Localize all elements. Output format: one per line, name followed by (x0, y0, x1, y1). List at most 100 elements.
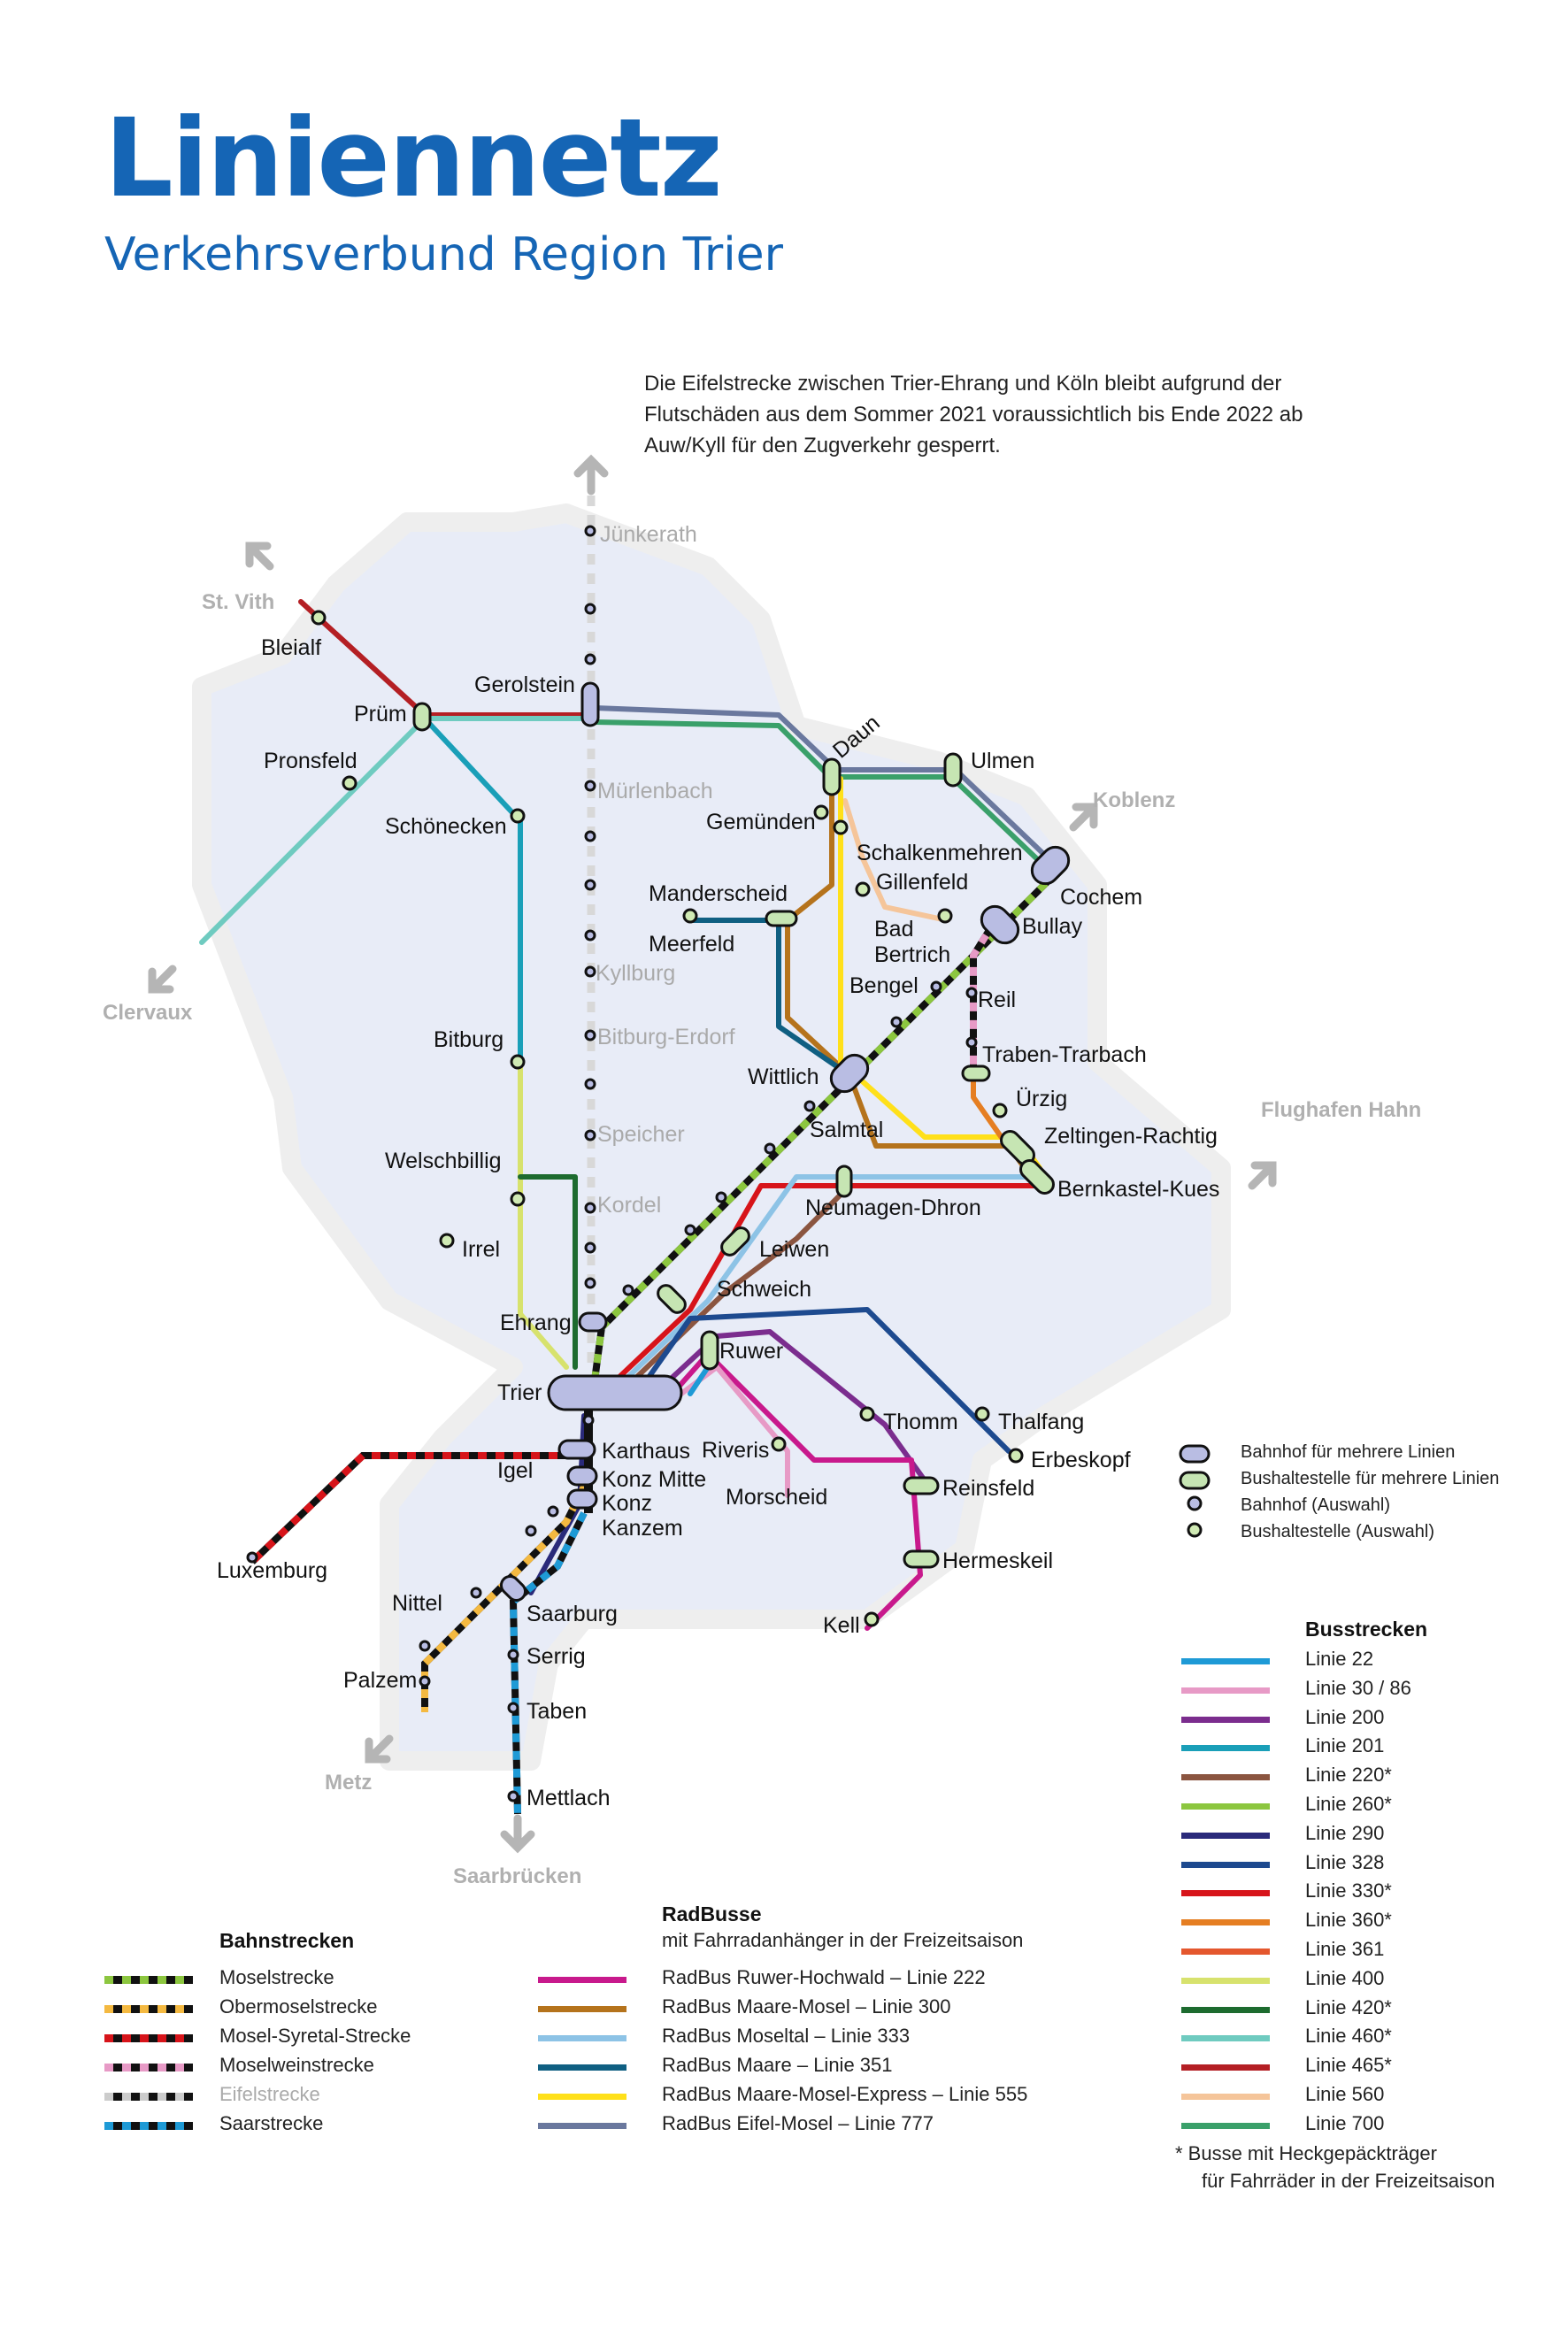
label-salmtal: Salmtal (810, 1118, 883, 1142)
label-juenkerath: Jünkerath (600, 522, 697, 547)
arrow-east-icon (1248, 1161, 1277, 1190)
label-bertrich: Bertrich (874, 942, 950, 967)
bus-legend-label: Linie 400 (1305, 1966, 1385, 1989)
label-ehrang: Ehrang (500, 1311, 572, 1335)
bus-legend-swatch (1181, 1977, 1270, 1984)
bus-legend-swatch (1181, 1803, 1270, 1810)
bus-legend-swatch (1181, 1861, 1270, 1868)
label-bleialf: Bleialf (261, 635, 321, 660)
line-22 (688, 1364, 711, 1396)
bus-legend-label: Linie 30 / 86 (1305, 1676, 1411, 1699)
bus-legend-label: Linie 460* (1305, 2025, 1392, 2048)
label-saarburg: Saarburg (527, 1602, 618, 1626)
radbus-legend-label: RadBus Ruwer-Hochwald – Linie 222 (662, 1966, 986, 1988)
label-leiwen: Leiwen (759, 1237, 829, 1262)
direction-arrows (148, 454, 1277, 1854)
label-bernkastel: Bernkastel-Kues (1057, 1177, 1219, 1202)
closure-notice: Die Eifelstrecke zwischen Trier-Ehrang u… (644, 372, 1303, 457)
radbus-legend-swatch (538, 2123, 626, 2129)
rail-mosel-syretal (250, 1452, 575, 1564)
line-333 (608, 1174, 1038, 1396)
label-hermeskeil: Hermeskeil (942, 1549, 1053, 1573)
line-400 (518, 1064, 569, 1370)
label-erbeskopf: Erbeskopf (1031, 1448, 1131, 1472)
label-mettlach: Mettlach (527, 1786, 610, 1810)
bus-legend-label: Linie 220* (1305, 1764, 1392, 1787)
label-nittel: Nittel (392, 1591, 442, 1616)
rail-legend-swatch (104, 2122, 193, 2130)
dir-metz: Metz (325, 1771, 372, 1795)
label-gemuenden: Gemünden (706, 810, 816, 834)
label-bad: Bad (874, 917, 913, 942)
label-kordel: Kordel (597, 1193, 661, 1218)
label-welschbillig: Welschbillig (385, 1149, 502, 1173)
label-uerzig: Ürzig (1016, 1087, 1067, 1111)
dir-st-vith: St. Vith (202, 590, 274, 614)
arrow-north-icon (573, 454, 609, 496)
station-nodes (246, 525, 1071, 1802)
bus-legend-label: Linie 360* (1305, 1909, 1392, 1932)
arrow-south-icon (500, 1814, 535, 1854)
label-irrel: Irrel (462, 1237, 500, 1262)
rail-legend-swatch (104, 2093, 193, 2101)
rail-legend-swatch (104, 2064, 193, 2071)
label-reinsfeld: Reinsfeld (942, 1476, 1034, 1501)
bus-legend-label: Linie 260* (1305, 1793, 1392, 1815)
rail-legend-label: Saarstrecke (219, 2112, 324, 2134)
bus-legend-swatch (1181, 2094, 1270, 2100)
rail-legend-swatch (104, 2005, 193, 2013)
label-riveris: Riveris (702, 1438, 769, 1463)
arrow-northwest-icon (245, 542, 274, 571)
bus-legend-label: Linie 201 (1305, 1734, 1385, 1757)
bus-legend-swatch (1181, 1919, 1270, 1926)
rail-legend-label: Moselweinstrecke (219, 2054, 374, 2076)
label-konz-mitte: Konz Mitte (602, 1467, 706, 1492)
arrow-metz-icon (365, 1734, 394, 1764)
label-palzem: Palzem (343, 1668, 417, 1693)
direction-labels: St. Vith Clervaux Koblenz Flughafen Hahn… (103, 590, 1421, 1888)
label-muerlenbach: Mürlenbach (597, 779, 713, 803)
label-serrig: Serrig (527, 1644, 586, 1669)
line-560 (842, 798, 949, 923)
radbus-legend-swatch (538, 2064, 626, 2071)
rail-legend-label: Obermoselstrecke (219, 1995, 378, 2018)
label-bitburg: Bitburg (434, 1027, 503, 1052)
label-luxemburg: Luxemburg (217, 1558, 327, 1583)
arrow-northeast-icon (1069, 803, 1098, 832)
label-gerolstein: Gerolstein (474, 673, 575, 697)
rail-legend-label: Eifelstrecke (219, 2083, 320, 2105)
rail-legend-title: Bahnstrecken (219, 1929, 355, 1952)
label-traben-trarbach: Traben-Trarbach (982, 1042, 1147, 1067)
stop-legend-icons (1179, 1444, 1211, 1538)
footnote-line: * Busse mit Heckgepäckträger (1175, 2142, 1437, 2164)
station-labels: Bleialf Prüm Pronsfeld Gerolstein Schöne… (217, 635, 1219, 1810)
label-manderscheid: Manderscheid (649, 881, 788, 906)
dir-koblenz: Koblenz (1093, 788, 1175, 812)
line-328 (634, 1307, 1011, 1454)
label-kell: Kell (823, 1613, 860, 1638)
radbus-legend-swatch (538, 2006, 626, 2012)
label-bitburg-erdorf: Bitburg-Erdorf (597, 1025, 735, 1049)
label-morscheid: Morscheid (726, 1485, 827, 1510)
label-pruem: Prüm (354, 702, 407, 726)
bus-legend-swatch (1181, 1745, 1270, 1752)
label-kyllburg: Kyllburg (596, 961, 675, 986)
label-konz: Konz (602, 1491, 652, 1516)
bus-legend-title: Busstrecken (1305, 1618, 1428, 1641)
label-kanzem: Kanzem (602, 1516, 683, 1541)
label-wittlich: Wittlich (748, 1065, 819, 1089)
radbus-legend-label: RadBus Eifel-Mosel – Linie 777 (662, 2112, 934, 2134)
eifel-station-labels: Jünkerath Mürlenbach Kyllburg Bitburg-Er… (596, 522, 735, 1218)
radbus-legend-title: RadBusse (662, 1902, 762, 1925)
label-pronsfeld: Pronsfeld (264, 749, 357, 773)
bus-legend-label: Linie 200 (1305, 1705, 1385, 1728)
radbus-legend-swatch (538, 2094, 626, 2100)
label-reil: Reil (978, 988, 1016, 1012)
label-schweich: Schweich (717, 1277, 811, 1302)
bus-legend-label: Linie 560 (1305, 2083, 1385, 2105)
line-200 (652, 1329, 932, 1489)
label-igel: Igel (497, 1458, 533, 1483)
rail-legend-label: Mosel-Syretal-Strecke (219, 2025, 411, 2047)
label-schoenecken: Schönecken (385, 814, 507, 839)
page-subtitle: Verkehrsverbund Region Trier (104, 228, 784, 281)
